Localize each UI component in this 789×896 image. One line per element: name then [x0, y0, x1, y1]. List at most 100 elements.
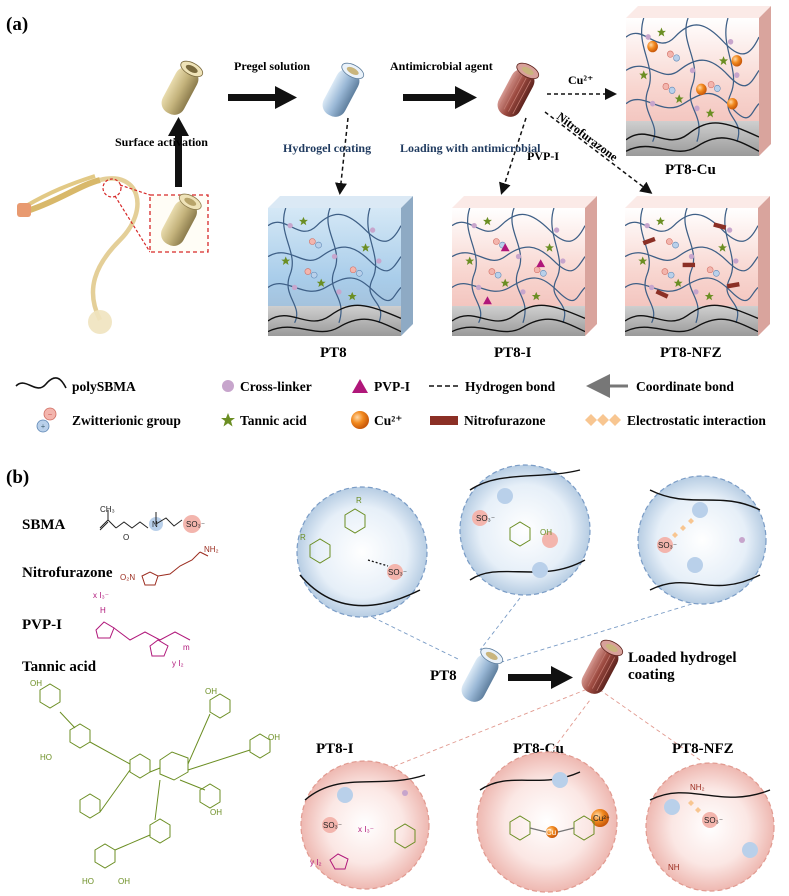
block-label-pt8-nfz: PT8-NFZ — [660, 345, 722, 361]
mol-label-pvpi: PVP-I — [22, 617, 62, 633]
zt-so3: SO₃⁻ — [476, 514, 495, 523]
pi-yi2: y I₂ — [310, 858, 322, 867]
connectors-top — [359, 597, 706, 665]
pvpi-yi2: y I₂ — [172, 659, 184, 668]
diamond-chain-icon — [585, 414, 621, 426]
ta-ho-2: HO — [82, 877, 94, 886]
nitrofurazone-arrow-label: Nitrofurazone — [554, 109, 621, 164]
block-label-pt8-i: PT8-I — [494, 345, 532, 361]
arrow-load-b — [508, 666, 573, 689]
nfz-nh2: NH₂ — [204, 545, 219, 554]
nfz-b-so3: SO₃⁻ — [704, 816, 723, 825]
ta-oh-1: OH — [30, 679, 42, 688]
circle-electrostatic: SO₃⁻ — [637, 475, 767, 605]
pi-xi3: x I₃⁻ — [358, 825, 374, 834]
arrow-hydrogel-coating — [335, 117, 349, 195]
el-so3: SO₃⁻ — [658, 541, 677, 550]
magenta-triangle-icon — [352, 379, 368, 393]
pvpi-xi3: x I₃⁻ — [93, 591, 109, 600]
hb-r2: R — [356, 496, 362, 505]
surface-activation-text: Surface activation — [115, 135, 208, 149]
connectors-bottom — [354, 689, 701, 783]
circle-hbond: R R SO₃⁻ — [296, 486, 428, 618]
ta-oh-2: OH — [205, 687, 217, 696]
bottom-label-pt8-nfz: PT8-NFZ — [672, 741, 734, 757]
ta-ho-1: HO — [40, 753, 52, 762]
legend-pvpi: PVP-I — [374, 379, 410, 394]
arrow-pvpi — [499, 117, 527, 195]
block-pt8-i — [452, 196, 597, 336]
pregel-label: Pregel solution — [234, 59, 310, 73]
legend-electrostatic: Electrostatic interaction — [627, 413, 766, 428]
tube-bare-zoom — [161, 193, 202, 246]
block-label-pt8: PT8 — [320, 345, 347, 361]
tube-activated — [161, 60, 204, 115]
pvpi-m: m — [183, 643, 190, 652]
zwitterion-icon: − + — [36, 407, 57, 433]
tube-hydrogel-coated — [322, 62, 365, 117]
sbma-ch3: CH₃ — [100, 505, 115, 514]
arrow-surface-activation — [168, 117, 189, 187]
zt-oh: OH — [540, 528, 552, 537]
loaded-coating-label: Loaded hydrogel coating — [628, 650, 740, 683]
legend-nitrofurazone: Nitrofurazone — [464, 413, 545, 428]
hb-so3: SO₃⁻ — [388, 568, 407, 577]
sbma-o: O — [123, 533, 129, 542]
center-label-pt8: PT8 — [430, 668, 457, 684]
purple-dot-icon — [222, 380, 234, 392]
loading-label: Loading with antimicrobial — [400, 141, 541, 155]
tube-loaded — [497, 62, 540, 117]
circle-pt8-i: x I₃⁻ y I₂ SO₃⁻ — [300, 760, 430, 890]
legend-tannic-acid: Tannic acid — [240, 413, 307, 428]
mol-label-tannic-acid: Tannic acid — [22, 659, 97, 675]
arrow-pregel — [228, 86, 297, 109]
pi-so3: SO₃⁻ — [323, 821, 342, 830]
green-star-icon — [221, 413, 235, 427]
tannic-acid-structure: OH OH OH HO OH HO OH — [30, 679, 280, 886]
pvpi-h: H — [100, 606, 106, 615]
sbma-n: N — [152, 520, 158, 529]
arrow-nitrofurazone — [544, 111, 653, 194]
loadedT-line2: coating — [628, 667, 675, 683]
sbma-so3: SO₃⁻ — [186, 520, 205, 529]
ta-oh-3: OH — [268, 733, 280, 742]
nfz-b-nh2: NH₂ — [690, 783, 705, 792]
svg-text:−: − — [48, 410, 53, 419]
circle-zwitterion-ta: SO₃⁻ OH — [459, 464, 591, 596]
mol-label-sbma: SBMA — [22, 517, 66, 533]
antimicrobial-label: Antimicrobial agent — [390, 59, 493, 73]
tube-loaded-b — [581, 639, 624, 694]
block-pt8-cu — [626, 6, 771, 156]
block-label-pt8-cu: PT8-Cu — [665, 162, 716, 178]
pvpi-structure: x I₃⁻ H m y I₂ — [93, 591, 191, 668]
legend-zwitterionic: Zwitterionic group — [72, 413, 181, 428]
legend-hydrogen-bond: Hydrogen bond — [465, 379, 556, 394]
hydrogel-coating-label: Hydrogel coating — [283, 141, 371, 155]
cu-arrow-label: Cu²⁺ — [568, 73, 593, 87]
nfz-o2n: O₂N — [120, 573, 135, 582]
circle-pt8-nfz: NH₂ NH SO₃⁻ — [645, 762, 775, 892]
svg-text:+: + — [41, 422, 46, 431]
block-pt8-nfz — [625, 196, 770, 336]
legend-cu: Cu²⁺ — [374, 413, 402, 428]
block-pt8 — [268, 196, 413, 336]
ta-oh-5: OH — [118, 877, 130, 886]
arrow-antimicrobial — [403, 86, 477, 109]
nitrofurazone-structure: O₂N NH₂ — [120, 545, 219, 586]
legend-coordinate-bond: Coordinate bond — [636, 379, 734, 394]
circle-pt8-cu: Cu Cu²⁺ — [476, 751, 618, 893]
cu-ion: Cu²⁺ — [593, 814, 610, 823]
surface-activation-label: Surface activation — [115, 135, 208, 149]
loaded-coating-text: Loaded hydrogel — [628, 650, 737, 666]
sbma-structure: CH₃ O N SO₃⁻ — [99, 505, 205, 542]
orange-sphere-icon — [351, 411, 369, 429]
legend-cross-linker: Cross-linker — [240, 379, 312, 394]
ta-oh-4: OH — [210, 808, 222, 817]
bottom-label-pt8-i: PT8-I — [316, 741, 354, 757]
legend-polysbma: polySBMA — [72, 379, 136, 394]
cu-core: Cu — [546, 828, 556, 837]
nfz-b-nh: NH — [668, 863, 680, 872]
pvpi-arrow-label: PVP-I — [527, 149, 559, 163]
hb-r: R — [300, 533, 306, 542]
